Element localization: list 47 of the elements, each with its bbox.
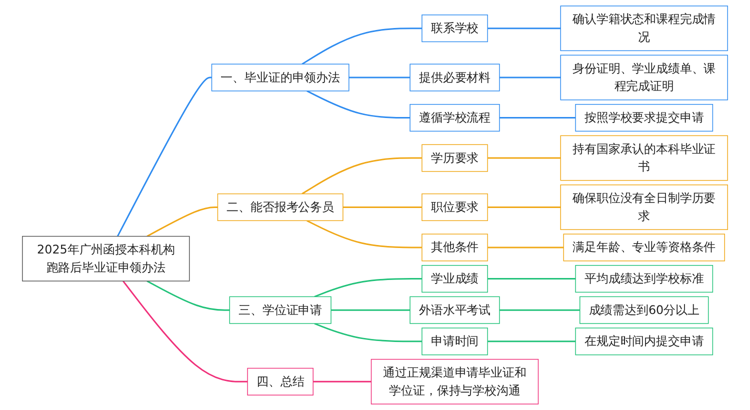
connector	[306, 220, 422, 248]
connector	[306, 90, 410, 119]
node-box: 学业成绩	[422, 265, 488, 293]
connector	[488, 157, 561, 159]
node-box: 三、学位证申请	[229, 296, 332, 324]
node-box: 通过正规渠道申请毕业证和学位证，保持与学校沟通	[370, 358, 539, 404]
node-box: 满足年龄、专业等资格条件	[563, 234, 725, 262]
connector	[500, 309, 580, 311]
connector	[313, 380, 372, 382]
node-box: 2025年广州函授本科机构跑路后毕业证申领办法	[22, 236, 190, 282]
connector	[302, 28, 422, 65]
connector	[122, 280, 248, 382]
connector	[500, 76, 561, 78]
node-box: 在规定时间内提交申请	[575, 328, 714, 356]
connector	[488, 278, 576, 280]
connector	[342, 206, 422, 208]
node-box: 按照学校要求提交申请	[575, 104, 714, 132]
connector	[488, 28, 561, 30]
node-box: 成绩需达到60分以上	[580, 296, 709, 324]
connector	[314, 322, 422, 342]
node-box: 外语水平考试	[410, 296, 500, 324]
connector	[348, 76, 410, 78]
node-box: 申请时间	[422, 328, 488, 356]
connector	[146, 280, 230, 311]
node-box: 遵循学校流程	[410, 104, 500, 132]
node-box: 平均成绩达到学校标准	[575, 265, 714, 293]
node-box: 其他条件	[422, 234, 488, 262]
connector	[314, 278, 422, 298]
node-box: 一、毕业证的申领办法	[211, 64, 350, 92]
connector	[331, 309, 410, 311]
connector	[488, 206, 561, 208]
node-box: 联系学校	[422, 14, 488, 42]
node-box: 确保职位没有全日制学历要求	[560, 184, 728, 230]
node-box: 二、能否报考公务员	[217, 193, 344, 222]
connector	[116, 76, 212, 237]
node-box: 职位要求	[422, 193, 488, 222]
node-box: 身份证明、学业成绩单、课程完成证明	[560, 54, 728, 100]
node-box: 学历要求	[422, 144, 488, 172]
connector	[488, 340, 576, 342]
connector	[500, 117, 576, 119]
connector	[488, 246, 564, 248]
node-box: 确认学籍状态和课程完成情况	[560, 6, 728, 52]
node-box: 四、总结	[247, 368, 314, 396]
connector	[302, 157, 422, 194]
node-box: 提供必要材料	[410, 64, 500, 92]
connector	[146, 206, 218, 237]
node-box: 持有国家承认的本科毕业证书	[560, 135, 728, 181]
